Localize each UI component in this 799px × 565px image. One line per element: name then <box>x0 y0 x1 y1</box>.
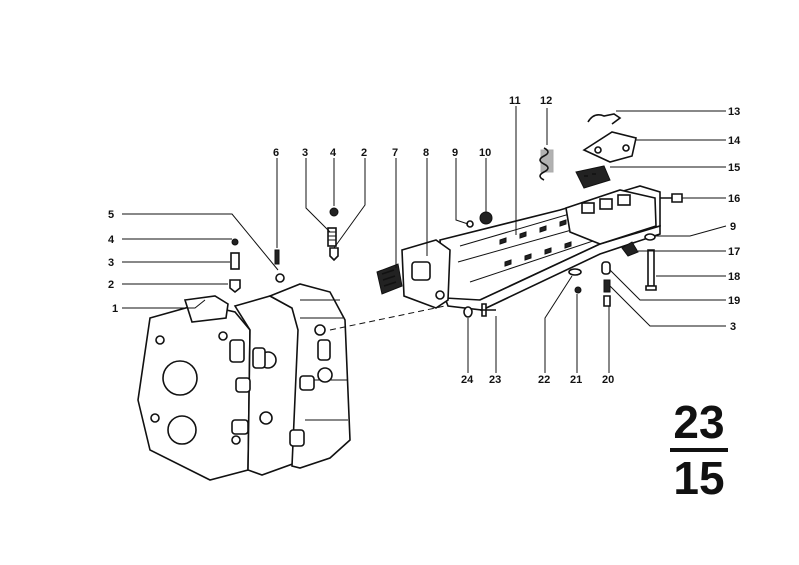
callout-9: 9 <box>452 147 458 159</box>
callout-20: 20 <box>602 374 614 386</box>
callout-13: 13 <box>728 106 740 118</box>
page-number-bottom: 15 <box>673 452 725 504</box>
callout-9: 9 <box>730 221 736 233</box>
callout-14: 14 <box>728 135 741 147</box>
alignment-line <box>329 305 446 331</box>
callout-21: 21 <box>570 374 582 386</box>
callout-6: 6 <box>273 147 279 159</box>
callout-5: 5 <box>108 209 114 221</box>
callout-3: 3 <box>730 321 736 333</box>
callout-8: 8 <box>423 147 429 159</box>
callout-2: 2 <box>108 279 114 291</box>
leader-lines <box>122 106 727 373</box>
page-number-top: 23 <box>673 396 725 448</box>
callout-labels: 5 4 3 2 1 6 3 4 2 7 8 9 10 11 12 13 14 1… <box>108 95 741 386</box>
callout-16: 16 <box>728 193 740 205</box>
gearbox-housing <box>137 283 351 481</box>
page-number: 23 15 <box>668 398 730 502</box>
small-parts <box>229 113 683 318</box>
callout-4: 4 <box>108 234 115 246</box>
callout-2: 2 <box>361 147 367 159</box>
callout-7: 7 <box>392 147 398 159</box>
callout-22: 22 <box>538 374 550 386</box>
callout-12: 12 <box>540 95 552 107</box>
callout-11: 11 <box>509 95 521 107</box>
callout-24: 24 <box>461 374 474 386</box>
callout-4: 4 <box>330 147 337 159</box>
callout-10: 10 <box>479 147 491 159</box>
callout-23: 23 <box>489 374 501 386</box>
callout-17: 17 <box>728 246 740 258</box>
callout-15: 15 <box>728 162 740 174</box>
shift-rail-housing <box>401 185 661 311</box>
callout-1: 1 <box>112 303 118 315</box>
callout-3: 3 <box>108 257 114 269</box>
callout-3: 3 <box>302 147 308 159</box>
page-number-divider <box>670 448 728 452</box>
callout-18: 18 <box>728 271 740 283</box>
callout-19: 19 <box>728 295 740 307</box>
